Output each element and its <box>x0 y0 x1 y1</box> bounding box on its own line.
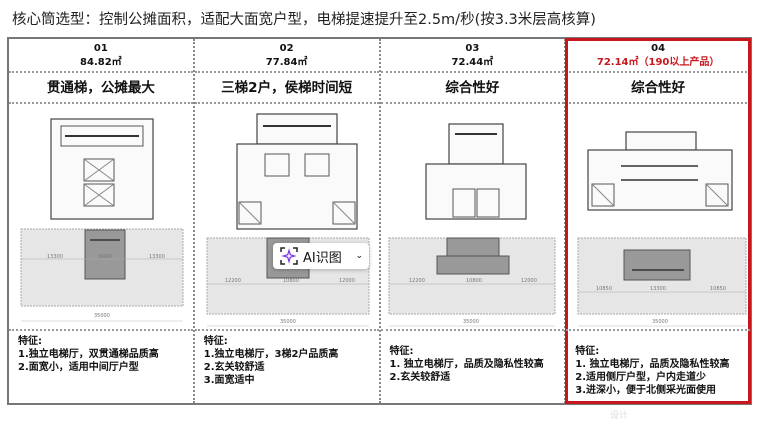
page-title: 核心筒选型：控制公摊面积，适配大面宽户型，电梯提速提升至2.5m/秒(按3.3米… <box>12 12 596 28</box>
option-number: 04 <box>651 43 666 54</box>
feature-list: 特征: 1.独立电梯厅，3梯2户品质高 2.玄关较舒适 3.面宽适中 <box>195 331 379 391</box>
svg-text:10800: 10800 <box>283 278 299 284</box>
svg-text:35000: 35000 <box>652 319 668 325</box>
option-number: 02 <box>279 43 294 54</box>
core-option-02: 02 77.84㎡ 三梯2户，侯梯时间短 12200 10800 12000 3500… <box>194 39 381 403</box>
svg-text:13300: 13300 <box>650 286 666 292</box>
feature-item: 2.面宽小，适用中间厅户型 <box>18 362 139 373</box>
feature-item: 2.适用侧厅户型，户内走道少 <box>575 372 707 383</box>
option-area: 77.84㎡ <box>265 57 308 68</box>
feature-item: 3.面宽适中 <box>203 375 255 386</box>
svg-text:35000: 35000 <box>94 313 110 319</box>
core-option-01: 01 84.82㎡ 贯通梯，公摊最大 13300 8400 13300 35000 特… <box>9 39 195 403</box>
svg-text:10800: 10800 <box>466 278 482 284</box>
svg-text:8400: 8400 <box>99 254 112 260</box>
svg-text:10850: 10850 <box>710 286 726 292</box>
floor-plan: 10850 13300 10850 35000 <box>566 104 750 331</box>
option-area: 72.44㎡ <box>451 57 494 68</box>
feature-item: 1.独立电梯厅，3梯2户品质高 <box>203 349 339 360</box>
ai-button-label: AI识图 <box>303 250 342 266</box>
feature-list: 特征: 1. 独立电梯厅，品质及隐私性较高 2.适用侧厅户型，户内走道少 3.进… <box>566 331 750 401</box>
feature-list: 特征: 1.独立电梯厅，双贯通梯品质高 2.面宽小，适用中间厅户型 <box>9 331 193 378</box>
core-option-03: 03 72.44㎡ 综合性好 12200 10800 12000 35000 特征: … <box>380 39 567 403</box>
core-plan-drawing: 12200 10800 12000 35000 <box>206 113 370 327</box>
option-number: 03 <box>465 43 480 54</box>
feature-item: 2.玄关较舒适 <box>389 372 451 383</box>
floor-plan: 12200 10800 12000 35000 <box>380 104 565 331</box>
feature-item: 1. 独立电梯厅，品质及隐私性较高 <box>575 359 730 370</box>
svg-text:10850: 10850 <box>596 286 612 292</box>
feature-item: 1. 独立电梯厅，品质及隐私性较高 <box>389 359 544 370</box>
feature-item: 3.进深小，便于北侧采光面使用 <box>575 385 717 396</box>
svg-text:35000: 35000 <box>463 319 479 325</box>
option-name: 综合性好 <box>566 73 750 104</box>
svg-text:13300: 13300 <box>149 254 165 260</box>
feature-heading: 特征: <box>389 346 414 357</box>
option-number: 01 <box>93 43 108 54</box>
core-comparison-table: 01 84.82㎡ 贯通梯，公摊最大 13300 8400 13300 35000 特… <box>7 37 752 405</box>
chevron-down-icon[interactable]: ⌄ <box>355 251 363 261</box>
feature-heading: 特征: <box>203 336 228 347</box>
svg-text:12000: 12000 <box>521 278 537 284</box>
ai-image-recognition-button[interactable]: AI识图 ⌄ <box>273 243 369 269</box>
ai-sparkle-icon <box>280 247 298 265</box>
option-name: 综合性好 <box>380 73 565 104</box>
svg-text:12000: 12000 <box>339 278 355 284</box>
svg-text:35000: 35000 <box>280 319 296 325</box>
option-name: 贯通梯，公摊最大 <box>9 73 193 104</box>
feature-list: 特征: 1. 独立电梯厅，品质及隐私性较高 2.玄关较舒适 <box>381 331 565 388</box>
feature-item: 2.玄关较舒适 <box>203 362 265 373</box>
option-area: 84.82㎡ <box>80 57 122 68</box>
option-name: 三梯2户，侯梯时间短 <box>194 73 379 104</box>
feature-heading: 特征: <box>18 336 42 347</box>
watermark: 设计 <box>610 411 629 421</box>
svg-text:12200: 12200 <box>225 278 241 284</box>
core-option-04-recommended: 04 72.14㎡（190以上产品） 综合性好 10850 13300 10850 3… <box>565 38 751 404</box>
feature-heading: 特征: <box>575 346 600 357</box>
core-plan-drawing: 12200 10800 12000 35000 <box>388 123 555 327</box>
floor-plan: 13300 8400 13300 35000 <box>9 104 193 331</box>
svg-text:13300: 13300 <box>47 254 63 260</box>
core-plan-drawing: 13300 8400 13300 35000 <box>20 118 184 322</box>
option-area: 72.14㎡（190以上产品） <box>596 57 720 68</box>
svg-text:12200: 12200 <box>409 278 425 284</box>
feature-item: 1.独立电梯厅，双贯通梯品质高 <box>18 349 159 360</box>
floor-plan: 12200 10800 12000 35000 <box>194 104 379 331</box>
core-plan-drawing: 10850 13300 10850 35000 <box>577 131 747 327</box>
